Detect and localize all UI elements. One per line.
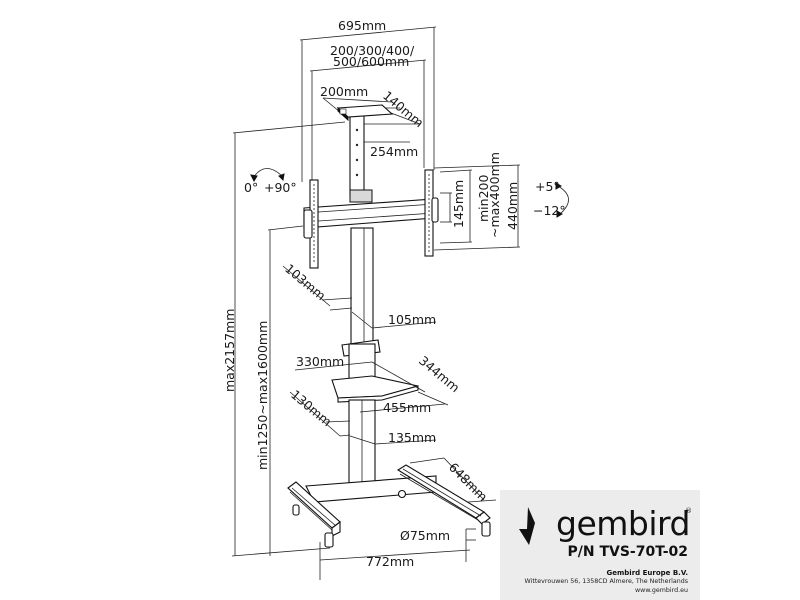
top-shelf-height-label: 254mm — [370, 144, 418, 159]
casters — [292, 489, 491, 548]
base-leg-left — [287, 481, 341, 537]
vesa-bracket-right — [424, 169, 439, 257]
top-shelf — [336, 104, 394, 122]
overall-width-label: 695mm — [338, 18, 386, 33]
height-range-label: min1250~max1600mm — [255, 321, 270, 470]
product-info-box: gembird ® P/N TVS-70T-02 Gembird Europe … — [500, 490, 700, 600]
max-height-label: max2157mm — [222, 309, 237, 392]
top-shelf-width-label: 200mm — [320, 84, 368, 99]
caster-diameter-label: Ø75mm — [400, 528, 450, 543]
top-shelf-dimensions: 200mm 140mm 254mm — [320, 84, 427, 159]
base-width-label: 772mm — [366, 554, 414, 569]
height-dimension-lines: max2157mm min1250~max1600mm — [222, 121, 346, 557]
vesa-vertical-label-2: ~max400mm — [487, 152, 502, 238]
main-column — [350, 227, 374, 347]
tilt-arrow-icon — [557, 185, 569, 215]
base — [287, 464, 491, 548]
gembird-logo-icon — [519, 507, 535, 545]
base-leg-right — [396, 464, 491, 525]
tilt-down-label: −12° — [533, 203, 566, 218]
vesa-horizontal-label-2: 500/600mm — [333, 54, 409, 69]
shelf-length-label: 455mm — [383, 400, 431, 415]
vesa-bracket-left — [303, 179, 319, 269]
plate-height-label: 440mm — [505, 182, 520, 230]
swivel-rotation: 0° +90° — [244, 168, 297, 195]
av-shelf — [331, 375, 419, 403]
company-address: Wittevrouwen 56, 1358CD Almere, The Neth… — [524, 578, 688, 585]
swivel-end-label: +90° — [264, 180, 297, 195]
brand-name: gembird — [556, 504, 690, 543]
column-width-label: 105mm — [388, 312, 436, 327]
shelf-width-label: 330mm — [296, 354, 344, 369]
lower-column-depth-label: 130mm — [288, 387, 335, 429]
swivel-start-label: 0° — [244, 180, 258, 195]
part-number: P/N TVS-70T-02 — [567, 544, 688, 560]
mounting-rail — [303, 198, 435, 229]
bracket-height-label: 145mm — [451, 180, 466, 228]
company-website: www.gembird.eu — [635, 587, 688, 594]
upper-column — [349, 109, 365, 197]
lower-column-width-label: 135mm — [388, 430, 436, 445]
lower-column — [348, 399, 376, 493]
vesa-horizontal-dimension: 200/300/400/ 500/600mm — [309, 43, 427, 182]
bracket-height-dimensions: 145mm min200 ~max400mm 440mm — [433, 152, 521, 251]
swivel-arrow-icon — [252, 168, 283, 179]
shelf-depth-label: 344mm — [416, 353, 463, 395]
vesa-vertical-label-1: min200 — [476, 175, 491, 222]
vesa-horizontal-label-1: 200/300/400/ — [330, 43, 415, 58]
overall-width-dimension: 695mm — [299, 18, 437, 182]
height-clamp — [341, 339, 381, 381]
column-depth-label: 103mm — [282, 261, 329, 303]
tilt-rotation: +5° −12° — [533, 179, 569, 218]
registered-mark: ® — [685, 507, 692, 515]
tilt-up-label: +5° — [535, 179, 560, 194]
company-name: Gembird Europe B.V. — [606, 569, 689, 577]
